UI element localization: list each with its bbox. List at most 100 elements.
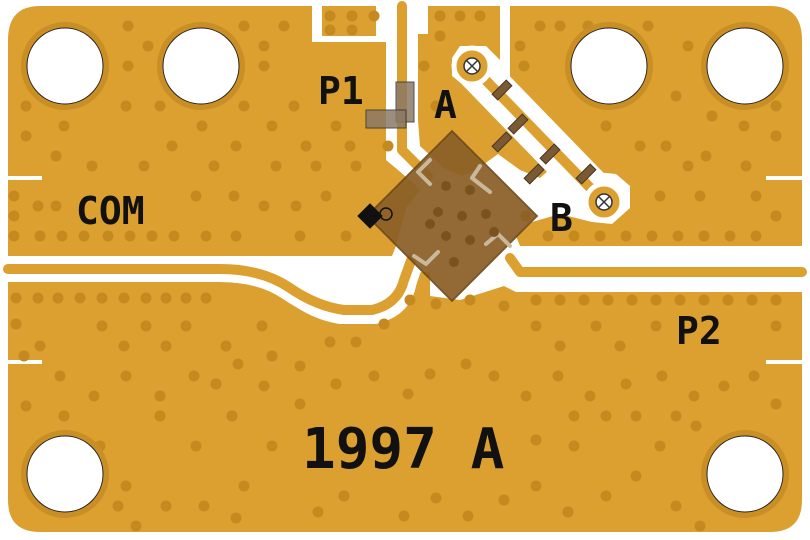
via-icon — [58, 120, 70, 132]
via-icon — [338, 490, 350, 502]
via-icon — [220, 340, 232, 352]
via-icon — [54, 370, 66, 382]
via-icon — [620, 230, 632, 242]
via-icon — [642, 20, 654, 32]
via-icon — [534, 20, 546, 32]
via-icon — [530, 320, 542, 332]
via-icon — [568, 440, 580, 452]
via-icon — [52, 292, 64, 304]
via-icon — [208, 160, 220, 172]
edge-gaps — [8, 6, 802, 364]
via-icon — [530, 434, 542, 446]
via-icon — [50, 200, 62, 212]
via-icon — [498, 494, 510, 506]
part-number-label: 1997 A — [302, 417, 505, 482]
via-icon — [418, 60, 430, 72]
via-icon — [542, 230, 554, 242]
package-body — [365, 129, 539, 303]
via-icon — [200, 292, 212, 304]
via-icon — [750, 190, 762, 202]
via-icon — [10, 318, 22, 330]
via-icon — [465, 185, 475, 195]
via-icon — [230, 512, 242, 524]
via-icon — [554, 340, 566, 352]
via-icon — [50, 150, 62, 162]
pin1-dot — [379, 207, 393, 221]
via-icon — [520, 390, 532, 402]
via-icon — [96, 292, 108, 304]
via-icon — [124, 230, 136, 242]
via-icon — [718, 380, 730, 392]
mounting-hole-icon — [26, 435, 104, 513]
via-icon — [160, 500, 172, 512]
via-icon — [433, 207, 443, 217]
via-icon — [8, 190, 20, 202]
via-icon — [568, 410, 580, 422]
via-icon — [190, 190, 202, 202]
via-icon — [382, 140, 394, 152]
via-icon — [465, 235, 475, 245]
via-icon — [654, 440, 666, 452]
via-icon — [58, 410, 70, 422]
via-icon — [457, 211, 467, 221]
via-icon — [118, 292, 130, 304]
via-icon — [344, 140, 356, 152]
via-icon — [154, 410, 166, 422]
via-icon — [654, 190, 666, 202]
via-icon — [34, 230, 46, 242]
via-icon — [584, 390, 596, 402]
mounting-hole-icon — [26, 27, 104, 105]
via-icon — [530, 294, 542, 306]
via-icon — [660, 140, 672, 152]
via-icon — [18, 350, 30, 362]
via-icon — [430, 100, 442, 112]
via-icon — [430, 492, 442, 504]
via-icon — [300, 140, 312, 152]
via-icon — [190, 440, 202, 452]
via-icon — [238, 20, 250, 32]
smd-chip — [491, 131, 513, 153]
via-icon — [694, 520, 706, 532]
via-icon — [462, 510, 474, 522]
via-icon — [8, 210, 20, 222]
mounting-hole-icon — [706, 435, 784, 513]
via-icon — [626, 294, 638, 306]
via-icon — [112, 500, 124, 512]
via-icon — [674, 294, 686, 306]
via-icon — [700, 150, 712, 162]
via-icon — [256, 320, 268, 332]
via-icon — [180, 320, 192, 332]
via-icon — [600, 410, 612, 422]
smd-chip — [523, 163, 545, 185]
via-icon — [568, 230, 580, 242]
via-icon — [168, 230, 180, 242]
via-icon — [750, 230, 762, 242]
via-icon — [670, 500, 682, 512]
via-icon — [166, 140, 178, 152]
smd-chip — [539, 143, 561, 165]
via-icon — [670, 410, 682, 422]
via-icon — [138, 160, 150, 172]
via-icon — [8, 230, 20, 242]
via-icon — [424, 368, 436, 380]
via-icon — [530, 480, 542, 492]
via-icon — [288, 100, 300, 112]
via-icon — [449, 257, 459, 267]
via-icon — [330, 120, 342, 132]
via-icon — [698, 230, 710, 242]
via-icon — [368, 370, 380, 382]
via-icon — [278, 20, 290, 32]
via-icon — [270, 160, 282, 172]
via-icon — [562, 506, 574, 518]
via-icon — [454, 10, 466, 22]
via-icon — [20, 100, 32, 112]
via-icon — [590, 320, 602, 332]
via-icon — [88, 390, 100, 402]
via-icon — [698, 294, 710, 306]
via-icon — [290, 200, 302, 212]
via-icon — [120, 100, 132, 112]
via-icon — [32, 292, 44, 304]
via-icon — [770, 398, 782, 410]
via-icon — [434, 30, 446, 42]
via-icon — [552, 370, 564, 382]
